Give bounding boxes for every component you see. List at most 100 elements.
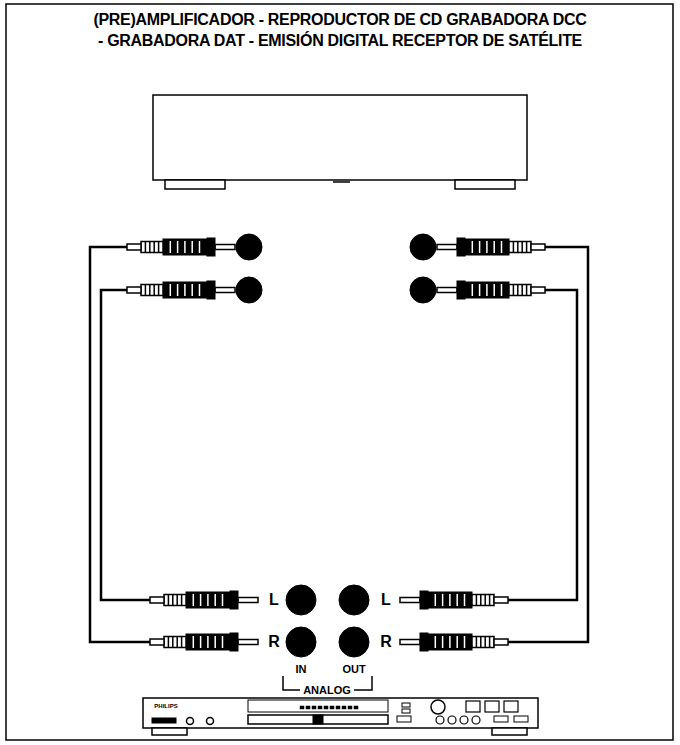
housing-mark xyxy=(333,181,350,183)
plug-pin xyxy=(215,288,235,293)
plug-relief-ring xyxy=(176,637,178,647)
plug-grip xyxy=(184,284,186,296)
audio-cable xyxy=(508,247,588,642)
figure-title: (PRE)AMPLIFICADOR - REPRODUCTOR DE CD GR… xyxy=(90,10,590,52)
cable-stub xyxy=(150,597,164,603)
eject-button xyxy=(397,716,411,722)
plug-body xyxy=(163,282,207,298)
channel-label: R xyxy=(380,634,392,650)
rca-jack xyxy=(286,627,316,657)
plug-pin xyxy=(238,640,258,645)
transport-button xyxy=(485,701,499,712)
plug-strain-relief xyxy=(472,595,494,606)
figure-frame xyxy=(6,4,673,740)
plug-relief-ring xyxy=(153,285,155,295)
rca-jack xyxy=(236,234,262,260)
plug-relief-ring xyxy=(181,595,183,605)
small-button xyxy=(514,716,528,722)
cable-stub xyxy=(494,597,508,603)
display-segment xyxy=(354,706,358,709)
plug-relief-ring xyxy=(476,595,478,605)
plug-pin xyxy=(400,640,420,645)
plug-grip xyxy=(456,594,458,606)
bracket-label: ANALOG xyxy=(300,685,354,696)
plug-body xyxy=(428,634,472,650)
headphone-jack xyxy=(187,718,194,725)
plug-grip xyxy=(435,594,437,606)
plug-grip xyxy=(200,636,202,648)
recorder-unit xyxy=(143,698,538,735)
jog-dial xyxy=(431,700,445,714)
rca-jack xyxy=(286,585,316,615)
rca-plug xyxy=(127,281,235,299)
plug-collar xyxy=(420,633,428,651)
plug-relief-ring xyxy=(517,285,519,295)
jack-group-label: OUT xyxy=(342,664,365,675)
small-button xyxy=(494,716,508,722)
audio-cable xyxy=(101,290,150,600)
plug-body xyxy=(465,282,509,298)
plug-relief-ring xyxy=(513,285,515,295)
plug-body xyxy=(163,239,207,255)
channel-label: L xyxy=(269,592,279,608)
plug-collar xyxy=(457,238,465,256)
plug-relief-ring xyxy=(526,285,528,295)
rca-plug xyxy=(437,238,545,256)
display-segment xyxy=(300,706,304,709)
plug-relief-ring xyxy=(476,637,478,647)
channel-label: R xyxy=(268,634,280,650)
plug-relief-ring xyxy=(181,637,183,647)
plug-relief-ring xyxy=(172,595,174,605)
plug-relief-ring xyxy=(517,242,519,252)
rca-plug xyxy=(437,281,545,299)
plug-relief-ring xyxy=(158,285,160,295)
plug-grip xyxy=(472,241,474,253)
plug-relief-ring xyxy=(153,242,155,252)
rca-plug xyxy=(150,633,258,651)
rca-plug xyxy=(400,591,508,609)
plug-strain-relief xyxy=(141,285,163,296)
plug-relief-ring xyxy=(176,595,178,605)
plug-collar xyxy=(420,591,428,609)
plug-grip xyxy=(472,284,474,296)
plug-strain-relief xyxy=(164,637,186,648)
plug-relief-ring xyxy=(149,285,151,295)
plug-grip xyxy=(449,594,451,606)
amplifier-housing xyxy=(153,95,527,180)
device-foot xyxy=(492,728,527,735)
brand-logo: PHILIPS xyxy=(154,703,177,709)
plug-relief-ring xyxy=(489,637,491,647)
plug-body xyxy=(186,592,230,608)
plug-relief-ring xyxy=(513,242,515,252)
plug-grip xyxy=(493,284,495,296)
plug-grip xyxy=(442,636,444,648)
rca-jack xyxy=(410,277,436,303)
plug-grip xyxy=(214,594,216,606)
plug-relief-ring xyxy=(480,595,482,605)
plug-grip xyxy=(456,636,458,648)
level-knob xyxy=(207,718,214,725)
plug-relief-ring xyxy=(484,595,486,605)
plug-grip xyxy=(170,284,172,296)
plug-strain-relief xyxy=(509,242,531,253)
plug-body xyxy=(428,592,472,608)
transport-button xyxy=(504,701,518,712)
plug-grip xyxy=(214,636,216,648)
plug-grip xyxy=(501,284,503,296)
rca-jack xyxy=(410,234,436,260)
plug-collar xyxy=(230,591,238,609)
plug-relief-ring xyxy=(168,595,170,605)
plug-relief-ring xyxy=(480,637,482,647)
plug-pin xyxy=(238,598,258,603)
plug-grip xyxy=(486,241,488,253)
plug-grip xyxy=(486,284,488,296)
plug-relief-ring xyxy=(484,637,486,647)
plug-body xyxy=(465,239,509,255)
plug-grip xyxy=(193,636,195,648)
function-button xyxy=(448,716,456,724)
plug-pin xyxy=(437,245,457,250)
cable-stub xyxy=(494,639,508,645)
cable-stub xyxy=(127,287,141,293)
